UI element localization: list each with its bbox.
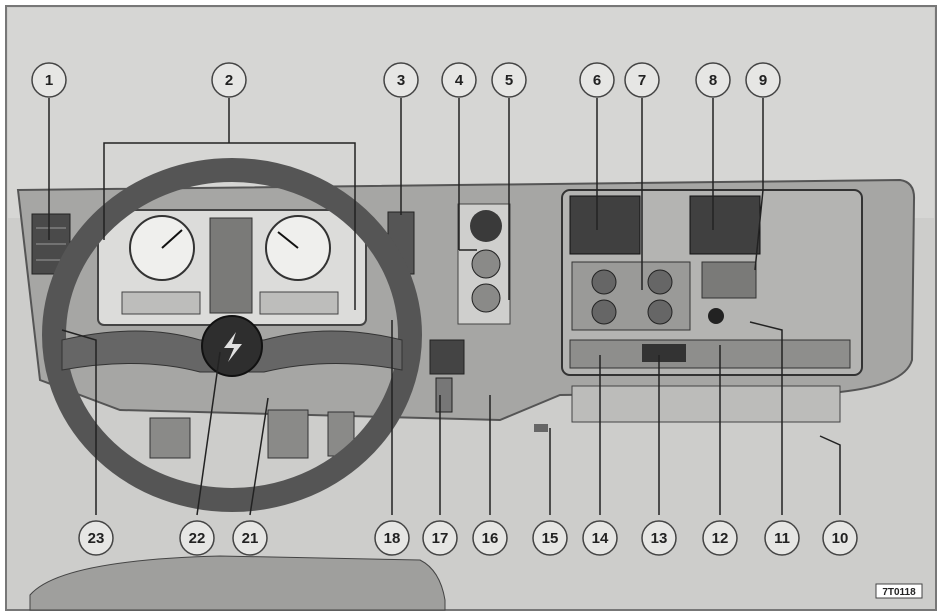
callout-3: 3 <box>384 63 418 97</box>
callout-14: 14 <box>583 521 617 555</box>
svg-text:8: 8 <box>709 72 717 89</box>
right-gauge-strip <box>260 292 338 314</box>
radio-unit[interactable] <box>642 344 686 362</box>
callout-1: 1 <box>32 63 66 97</box>
radio-slot <box>570 340 850 368</box>
callout-16: 16 <box>473 521 507 555</box>
center-vent-right <box>690 196 760 254</box>
svg-text:14: 14 <box>592 530 609 547</box>
svg-text:7: 7 <box>638 72 646 89</box>
svg-text:3: 3 <box>397 72 405 89</box>
svg-text:4: 4 <box>455 72 464 89</box>
air-distribution-knob[interactable] <box>592 300 616 324</box>
callout-23: 23 <box>79 521 113 555</box>
svg-text:9: 9 <box>759 72 767 89</box>
ignition-switch[interactable] <box>472 250 500 278</box>
climate-control-panel <box>572 262 690 330</box>
hand-throttle[interactable] <box>436 378 452 412</box>
svg-text:13: 13 <box>651 530 668 547</box>
svg-text:16: 16 <box>482 530 499 547</box>
callout-13: 13 <box>642 521 676 555</box>
glove-box[interactable] <box>572 386 840 422</box>
figure-code: 7T0118 <box>882 587 916 598</box>
switch-block <box>702 262 756 298</box>
svg-text:15: 15 <box>542 530 559 547</box>
svg-text:5: 5 <box>505 72 513 89</box>
svg-text:10: 10 <box>832 530 849 547</box>
fan-knob[interactable] <box>648 270 672 294</box>
svg-text:2: 2 <box>225 72 233 89</box>
callout-15: 15 <box>533 521 567 555</box>
callout-4: 4 <box>442 63 476 97</box>
callout-17: 17 <box>423 521 457 555</box>
clutch-pedal[interactable] <box>150 418 190 458</box>
callout-7: 7 <box>625 63 659 97</box>
svg-text:23: 23 <box>88 530 105 547</box>
svg-text:18: 18 <box>384 530 401 547</box>
callout-9: 9 <box>746 63 780 97</box>
lever-15[interactable] <box>534 424 548 432</box>
heater-knob[interactable] <box>472 284 500 312</box>
recirculation-knob[interactable] <box>648 300 672 324</box>
round-gauge <box>470 210 502 242</box>
svg-text:11: 11 <box>774 530 790 547</box>
callout-6: 6 <box>580 63 614 97</box>
svg-text:17: 17 <box>432 530 449 547</box>
lower-switch-panel <box>430 340 464 374</box>
callout-12: 12 <box>703 521 737 555</box>
svg-text:6: 6 <box>593 72 601 89</box>
callout-18: 18 <box>375 521 409 555</box>
brake-pedal[interactable] <box>268 410 308 458</box>
socket[interactable] <box>708 308 724 324</box>
svg-text:22: 22 <box>189 530 206 547</box>
svg-text:12: 12 <box>712 530 729 547</box>
center-vent-left <box>570 196 640 254</box>
callout-11: 11 <box>765 521 799 555</box>
callout-21: 21 <box>233 521 267 555</box>
callout-2: 2 <box>212 63 246 97</box>
callout-8: 8 <box>696 63 730 97</box>
svg-text:1: 1 <box>45 72 53 89</box>
callout-5: 5 <box>492 63 526 97</box>
callout-22: 22 <box>180 521 214 555</box>
left-gauge-strip <box>122 292 200 314</box>
temperature-knob[interactable] <box>592 270 616 294</box>
callout-10: 10 <box>823 521 857 555</box>
svg-text:21: 21 <box>242 530 259 547</box>
warning-light-panel <box>210 218 252 313</box>
